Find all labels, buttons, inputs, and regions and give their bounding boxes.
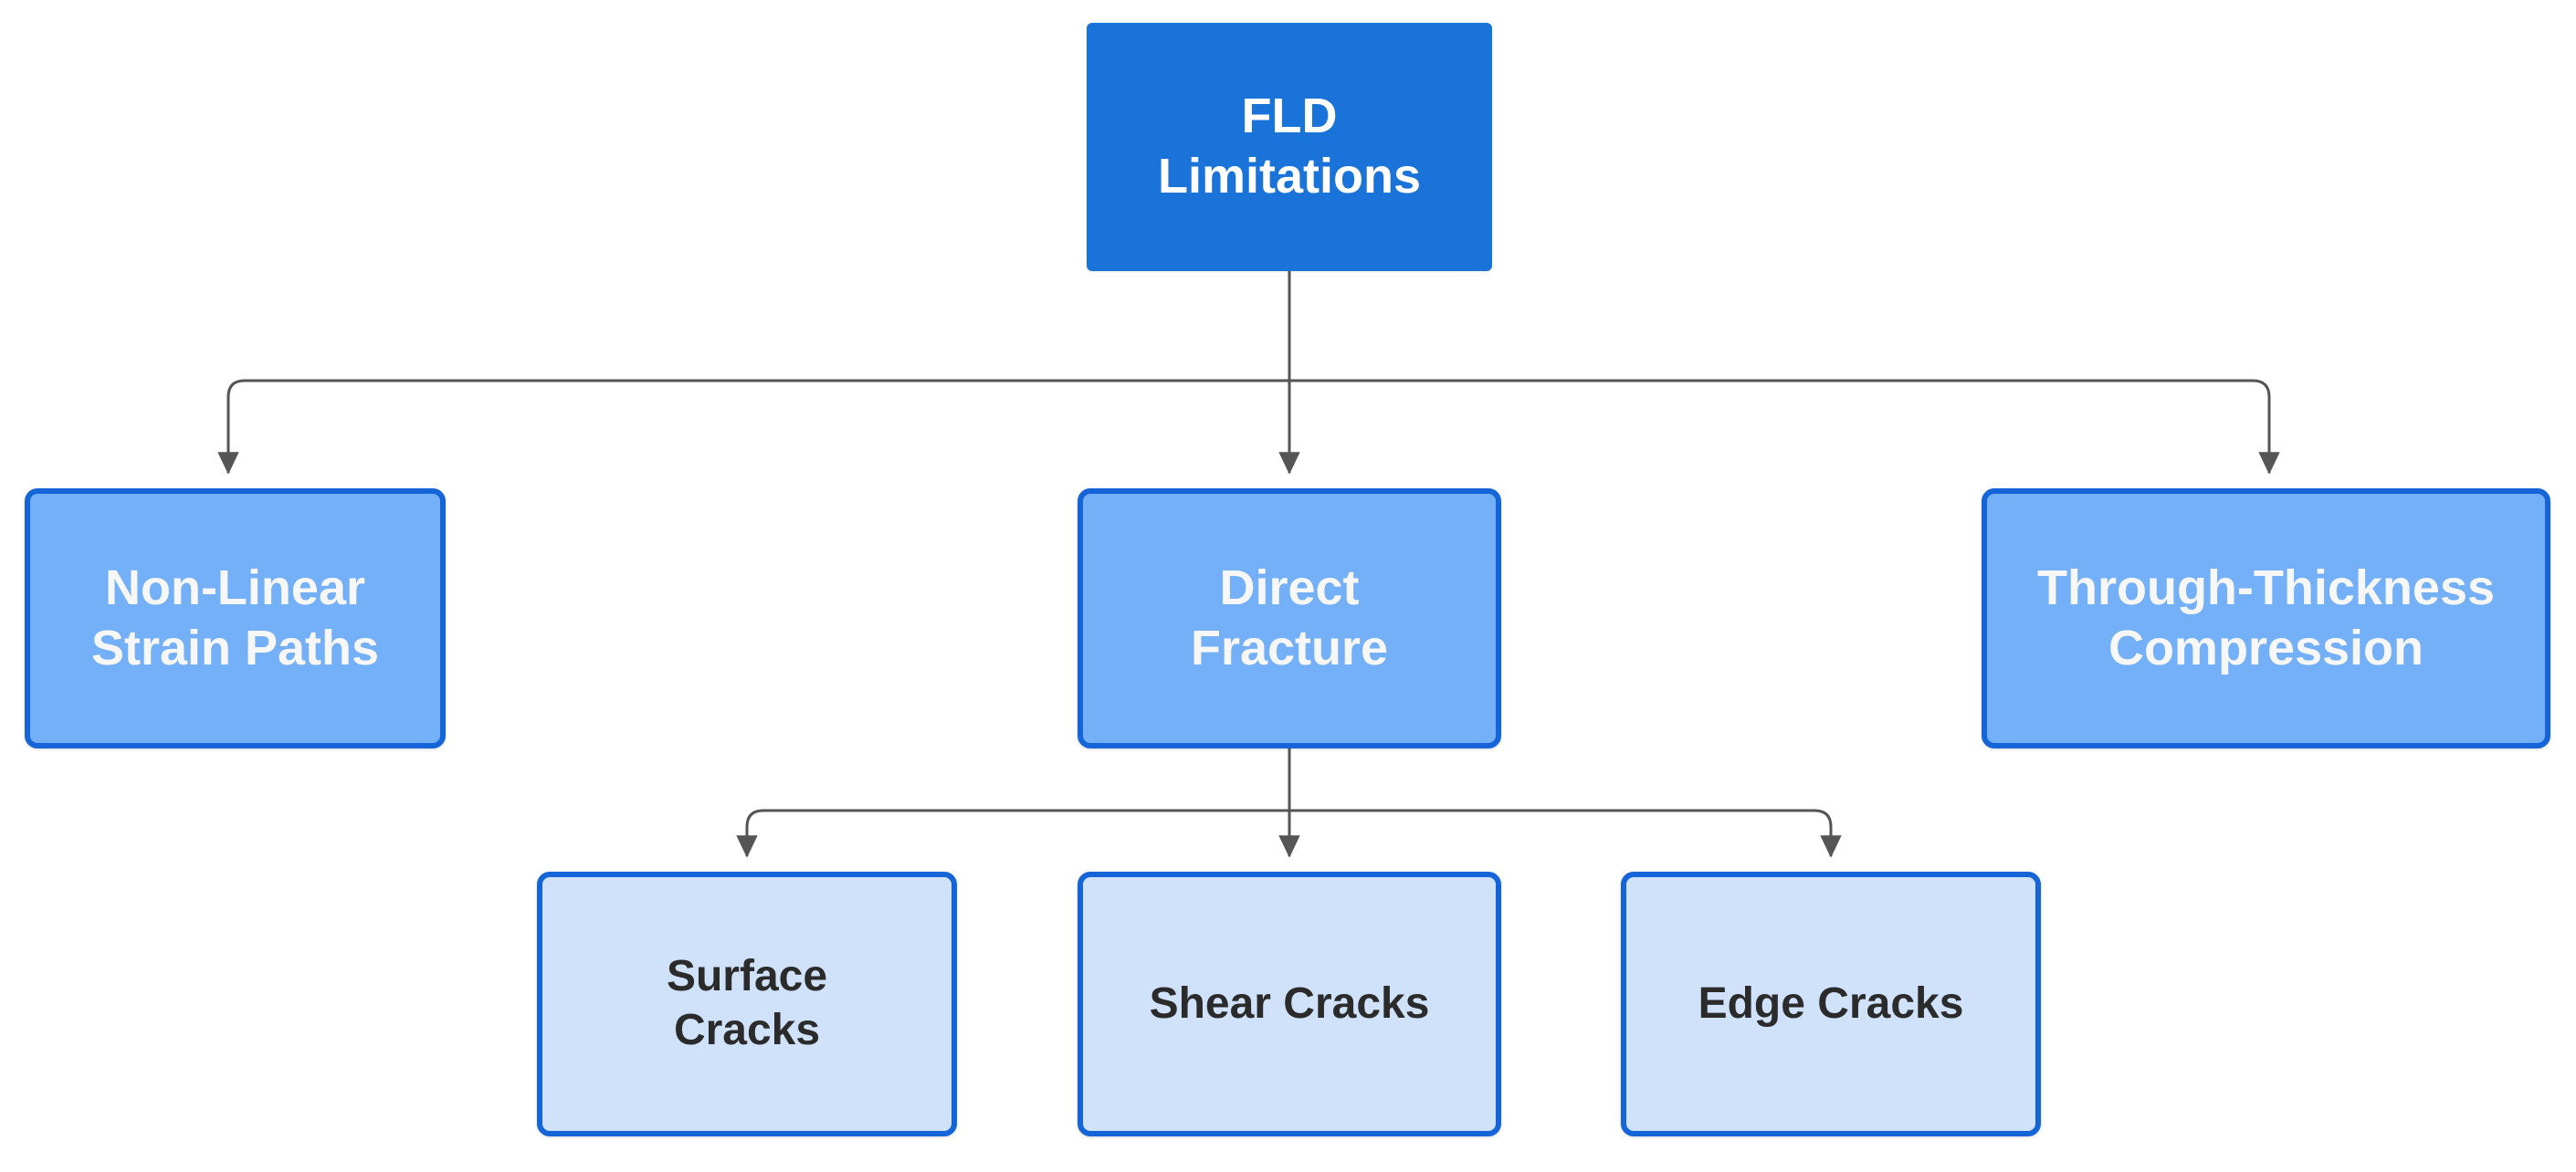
node-fld-limitations[interactable]: FLD Limitations bbox=[1087, 23, 1492, 271]
edge-root-to-through bbox=[1289, 379, 2280, 475]
node-through-thickness-compression[interactable]: Through-Thickness Compression bbox=[1982, 488, 2550, 748]
node-shear-cracks[interactable]: Shear Cracks bbox=[1078, 872, 1501, 1136]
node-direct-fracture[interactable]: Direct Fracture bbox=[1078, 488, 1501, 748]
node-edge-cracks[interactable]: Edge Cracks bbox=[1621, 872, 2041, 1136]
node-surface-cracks[interactable]: Surface Cracks bbox=[537, 872, 957, 1136]
edge-root-to-nonlinear bbox=[217, 379, 1289, 475]
edge-direct-to-edge bbox=[1289, 809, 1842, 858]
node-non-linear-strain-paths[interactable]: Non-Linear Strain Paths bbox=[25, 488, 446, 748]
edge-direct-to-surface bbox=[736, 809, 1289, 858]
